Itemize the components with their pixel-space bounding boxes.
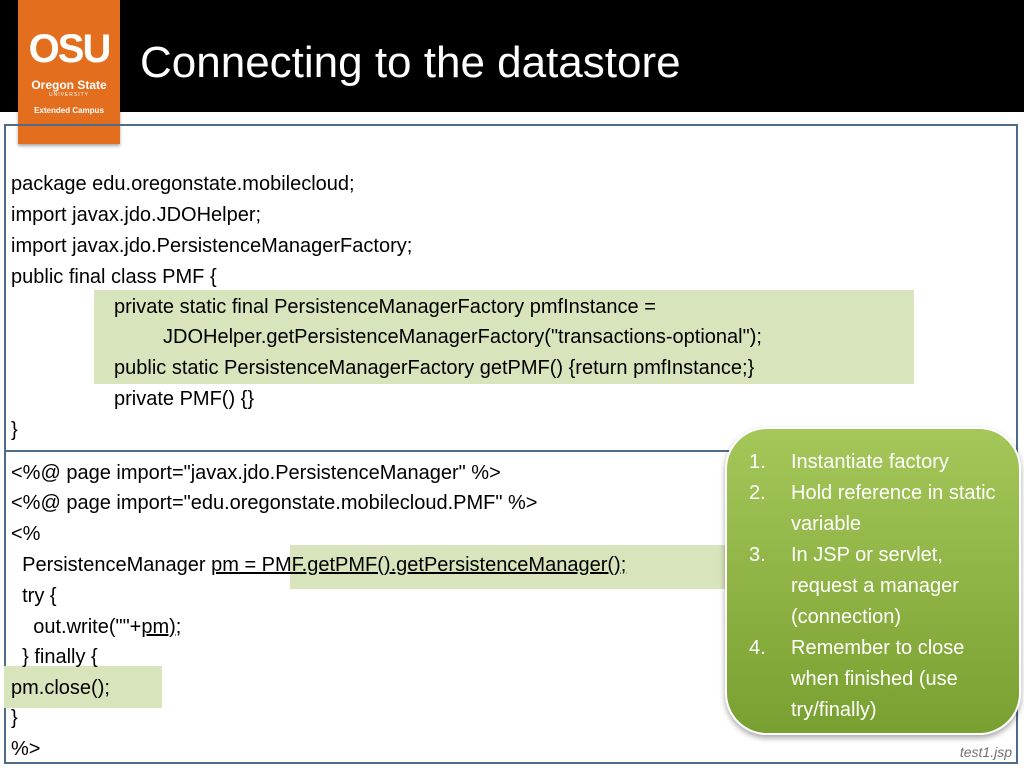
step-number: 2. <box>749 482 766 504</box>
code-line: PersistenceManager pm = PMF.getPMF().get… <box>11 553 626 577</box>
step-text: Instantiate factory <box>791 451 949 473</box>
code-segment-underlined: pm = PMF.getPMF().getPersistenceManager(… <box>211 554 627 576</box>
logo-extended-campus-text: Extended Campus <box>34 106 104 115</box>
step-text: Remember to close when finished (use try… <box>791 637 965 721</box>
steps-callout: 1. Instantiate factory 2. Hold reference i… <box>725 427 1021 735</box>
logo-university-text: UNIVERSITY <box>48 92 89 98</box>
highlight-close <box>4 666 162 708</box>
code-line: } finally { <box>11 646 98 668</box>
code-line: package edu.oregonstate.mobilecloud; <box>11 173 355 195</box>
step-text: In JSP or servlet, request a manager (co… <box>791 544 959 628</box>
code-line: } <box>11 707 18 729</box>
highlight-factory-block <box>94 290 914 384</box>
step-text: Hold reference in static variable <box>791 482 996 535</box>
code-line: private static final PersistenceManagerF… <box>114 296 656 318</box>
code-segment: out.write(""+ <box>11 616 142 638</box>
code-segment: PersistenceManager <box>11 554 212 576</box>
step-item: 1. Instantiate factory <box>749 447 999 478</box>
code-line: <%@ page import="edu.oregonstate.mobilec… <box>11 492 538 514</box>
code-line: public final class PMF { <box>11 266 217 288</box>
code-line: %> <box>11 738 41 760</box>
step-number: 1. <box>749 451 766 473</box>
highlight-get-manager <box>290 545 730 589</box>
code-line: } <box>11 419 18 441</box>
code-line: import javax.jdo.PersistenceManagerFacto… <box>11 235 413 257</box>
steps-list: 1. Instantiate factory 2. Hold reference i… <box>749 447 999 726</box>
code-panel-java <box>4 124 1018 450</box>
footer-filename: test1.jsp <box>959 744 1012 760</box>
code-segment-underlined: pm); <box>141 616 182 638</box>
osu-logo: OSU Oregon State UNIVERSITY Extended Cam… <box>18 0 120 144</box>
step-item: 2. Hold reference in static variable <box>749 478 999 540</box>
step-number: 3. <box>749 544 766 566</box>
step-item: 3. In JSP or servlet, request a manager (… <box>749 540 999 633</box>
code-line: JDOHelper.getPersistenceManagerFactory("… <box>163 326 762 348</box>
code-line: out.write(""+pm); <box>11 615 181 639</box>
code-line: import javax.jdo.JDOHelper; <box>11 204 262 226</box>
slide-title: Connecting to the datastore <box>140 38 681 87</box>
slide-header: Connecting to the datastore <box>0 0 1024 112</box>
code-line: <% <box>11 523 41 545</box>
logo-oregon-state-text: Oregon State <box>31 78 107 92</box>
step-item: 4. Remember to close when finished (use t… <box>749 633 999 726</box>
code-line: public static PersistenceManagerFactory … <box>114 357 755 379</box>
step-number: 4. <box>749 637 766 659</box>
code-line: try { <box>11 585 57 607</box>
code-line: private PMF() {} <box>114 388 255 410</box>
logo-osu-text: OSU <box>28 27 112 71</box>
code-line: <%@ page import="javax.jdo.PersistenceMa… <box>11 462 501 484</box>
code-line: pm.close(); <box>11 677 110 699</box>
